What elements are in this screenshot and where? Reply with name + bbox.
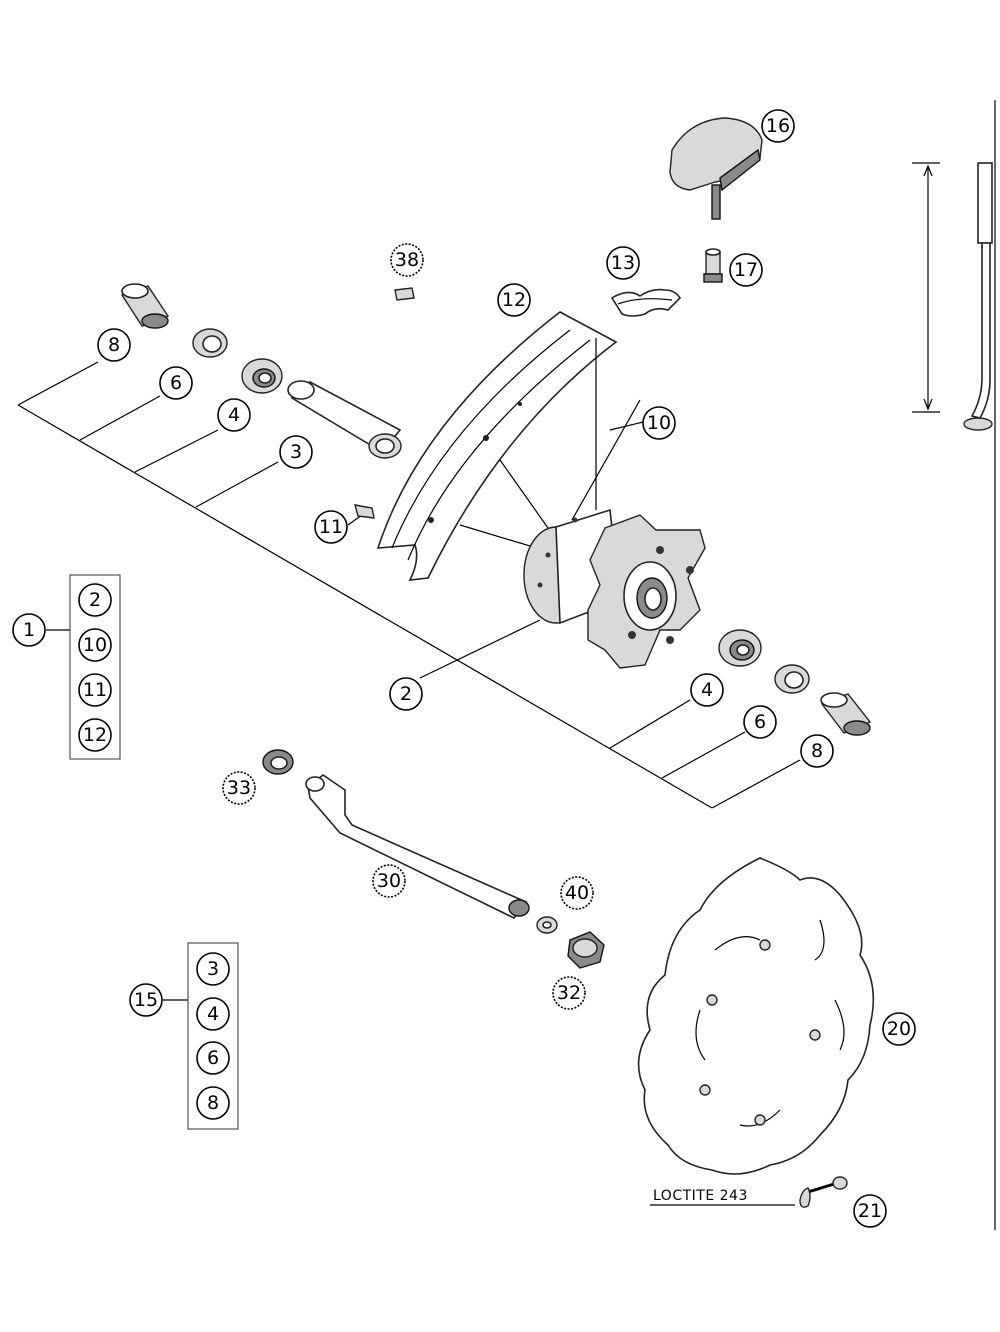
callout-17: 17: [729, 253, 763, 287]
callout-20: 20: [882, 1012, 916, 1046]
loctite-drop-icon: [799, 1187, 811, 1208]
callout-30-label: 30: [377, 870, 401, 892]
callout-17-label: 17: [734, 259, 758, 281]
callout-21-label: 21: [858, 1200, 882, 1222]
callout-2: 2: [389, 677, 423, 711]
kit-1-item: 2: [78, 583, 112, 617]
callout-38-label: 38: [395, 249, 419, 271]
kit-1-box: [69, 574, 121, 760]
loctite-note: LOCTITE 243: [653, 1188, 748, 1204]
callout-10: 10: [642, 406, 676, 440]
part-6-seal-left: [192, 328, 228, 358]
callout-11-label: 11: [319, 516, 343, 538]
spoke-length-gauge: [912, 100, 996, 1230]
callout-33: 33: [222, 771, 256, 805]
part-2-hub: [523, 508, 706, 669]
kit-1-item-label: 2: [89, 589, 101, 611]
part-20-brake-disc: [637, 857, 875, 1175]
callout-11: 11: [314, 510, 348, 544]
callout-38: 38: [390, 243, 424, 277]
callout-6-upper: 6: [159, 366, 193, 400]
callout-4-lower-label: 4: [701, 679, 713, 701]
kit-1-item-label: 11: [83, 679, 107, 701]
callout-8-upper: 8: [97, 328, 131, 362]
part-6-seal-right: [774, 664, 810, 694]
part-21-screw: [807, 1176, 848, 1194]
kit-15-item-label: 8: [207, 1092, 219, 1114]
callout-4-upper: 4: [217, 398, 251, 432]
kit-1-item-label: 12: [83, 724, 107, 746]
callout-1-label: 1: [23, 619, 35, 641]
part-8-spacer-right: [820, 692, 872, 736]
kit-15-item: 3: [196, 952, 230, 986]
kit-15-item-label: 6: [207, 1047, 219, 1069]
kit-15-item: 6: [196, 1041, 230, 1075]
callout-8-upper-label: 8: [108, 334, 120, 356]
part-40-washer: [536, 916, 558, 934]
callout-3: 3: [279, 435, 313, 469]
callout-6-lower: 6: [743, 705, 777, 739]
callout-16-label: 16: [766, 115, 790, 137]
part-8-spacer-left: [120, 283, 170, 329]
part-3-distance-sleeve: [287, 380, 402, 459]
callout-6-upper-label: 6: [170, 372, 182, 394]
callout-33-label: 33: [227, 777, 251, 799]
callout-4-upper-label: 4: [228, 404, 240, 426]
callout-8-lower-label: 8: [811, 740, 823, 762]
callout-30: 30: [372, 864, 406, 898]
callout-15-label: 15: [134, 989, 158, 1011]
kit-15-item: 4: [196, 997, 230, 1031]
callout-6-lower-label: 6: [754, 711, 766, 733]
kit-1-item: 12: [78, 718, 112, 752]
callout-2-label: 2: [400, 683, 412, 705]
kit-15-item-label: 3: [207, 958, 219, 980]
part-33-collar: [262, 749, 294, 775]
callout-12: 12: [497, 283, 531, 317]
kit-1-item: 10: [78, 628, 112, 662]
callout-21: 21: [853, 1194, 887, 1228]
part-16-tire-security: [669, 117, 763, 220]
part-32-axle-nut: [567, 931, 605, 969]
callout-13: 13: [606, 246, 640, 280]
callout-4-lower: 4: [690, 673, 724, 707]
callout-32: 32: [552, 976, 586, 1010]
kit-15-box: [187, 942, 239, 1130]
callout-20-label: 20: [887, 1018, 911, 1040]
part-38-plug: [394, 287, 415, 301]
callout-32-label: 32: [557, 982, 581, 1004]
leader-lines: [17, 361, 801, 1206]
part-17-nut: [703, 248, 723, 283]
part-13-rim-tape: [610, 288, 682, 317]
callout-12-label: 12: [502, 289, 526, 311]
callout-10-label: 10: [647, 412, 671, 434]
callout-8-lower: 8: [800, 734, 834, 768]
callout-13-label: 13: [611, 252, 635, 274]
kit-1-item: 11: [78, 673, 112, 707]
callout-16: 16: [761, 109, 795, 143]
callout-1: 1: [12, 613, 46, 647]
callout-15: 15: [129, 983, 163, 1017]
part-12-rim: [376, 311, 618, 581]
kit-1-item-label: 10: [83, 634, 107, 656]
part-4-bearing-left: [241, 358, 283, 394]
kit-15-item: 8: [196, 1086, 230, 1120]
part-4-bearing-right: [718, 629, 762, 667]
kit-15-item-label: 4: [207, 1003, 219, 1025]
callout-3-label: 3: [290, 441, 302, 463]
part-11-nipple: [354, 504, 375, 519]
part-30-axle: [305, 774, 530, 920]
callout-40-label: 40: [565, 882, 589, 904]
callout-40: 40: [560, 876, 594, 910]
